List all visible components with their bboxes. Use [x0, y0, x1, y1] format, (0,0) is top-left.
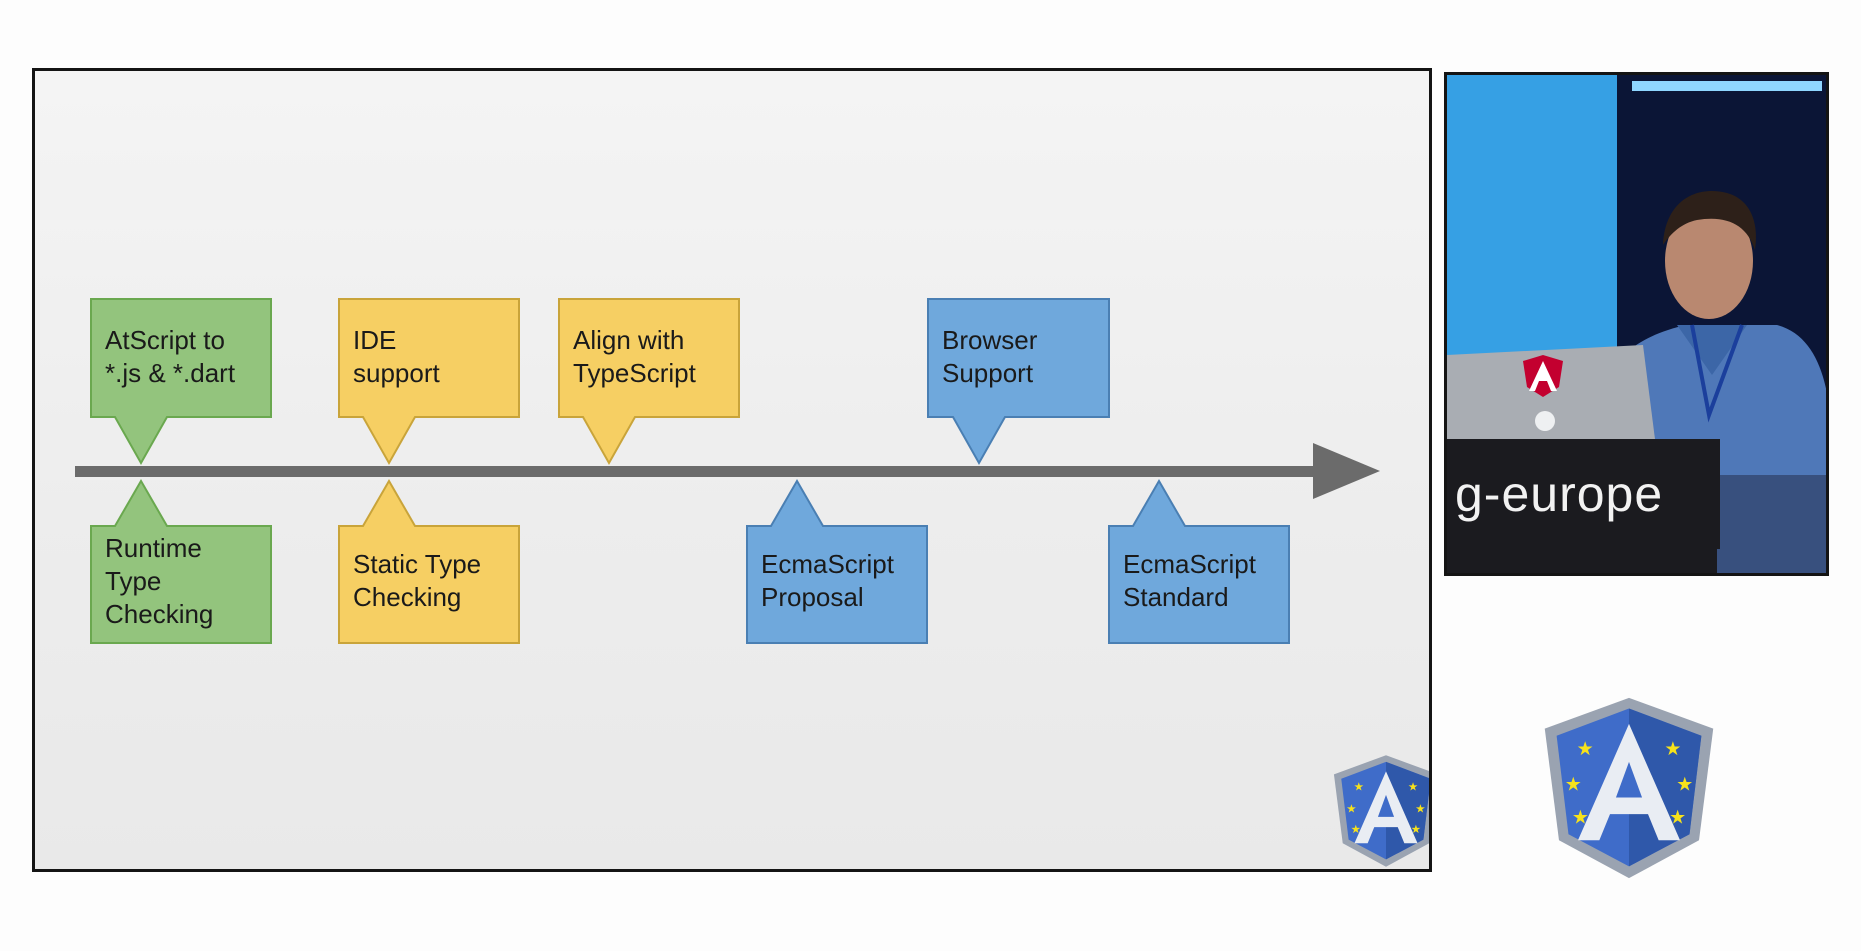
callout-standard-text: EcmaScript Standard [1123, 549, 1256, 612]
callout-runtime [90, 479, 272, 644]
ng-europe-shield-icon: ★ ★ ★ ★ ★ ★ [1544, 697, 1714, 879]
callout-align-text: Align with TypeScript [573, 325, 696, 388]
callout-ide [338, 298, 520, 466]
svg-text:★: ★ [1669, 808, 1686, 829]
callout-ide-text: IDE support [353, 325, 440, 388]
callout-browser [927, 298, 1110, 466]
timeline-diagram [75, 298, 1380, 644]
conference-banner: g-europe [1447, 439, 1720, 549]
svg-text:★: ★ [1351, 823, 1362, 836]
callout-standard [1108, 479, 1290, 644]
callout-proposal [746, 479, 928, 644]
callout-atscript [90, 298, 272, 466]
svg-text:★: ★ [1408, 780, 1419, 793]
callout-runtime-text: Runtime Type Checking [105, 533, 214, 629]
speaker-video: g-europe [1444, 72, 1829, 576]
svg-text:★: ★ [1664, 739, 1681, 760]
svg-text:★: ★ [1346, 802, 1357, 815]
callout-static [338, 479, 520, 644]
svg-text:★: ★ [1572, 808, 1589, 829]
ng-europe-shield-icon-small: ★ ★ ★ ★ ★ ★ [1333, 755, 1429, 867]
svg-text:★: ★ [1577, 739, 1594, 760]
svg-text:★: ★ [1565, 774, 1582, 795]
callout-align [558, 298, 740, 466]
svg-text:★: ★ [1415, 802, 1426, 815]
presentation-slide: AtScript to *.js & *.dart IDE support Al… [32, 68, 1432, 872]
timeline-arrowhead [1313, 443, 1380, 499]
timeline-line [75, 466, 1355, 477]
callout-browser-text: Browser Support [942, 325, 1038, 388]
callout-proposal-text: EcmaScript Proposal [761, 549, 894, 612]
svg-text:★: ★ [1354, 780, 1365, 793]
svg-text:★: ★ [1411, 823, 1422, 836]
callout-atscript-text: AtScript to *.js & *.dart [105, 325, 236, 388]
svg-text:★: ★ [1676, 774, 1693, 795]
callout-static-text: Static Type Checking [353, 549, 482, 612]
